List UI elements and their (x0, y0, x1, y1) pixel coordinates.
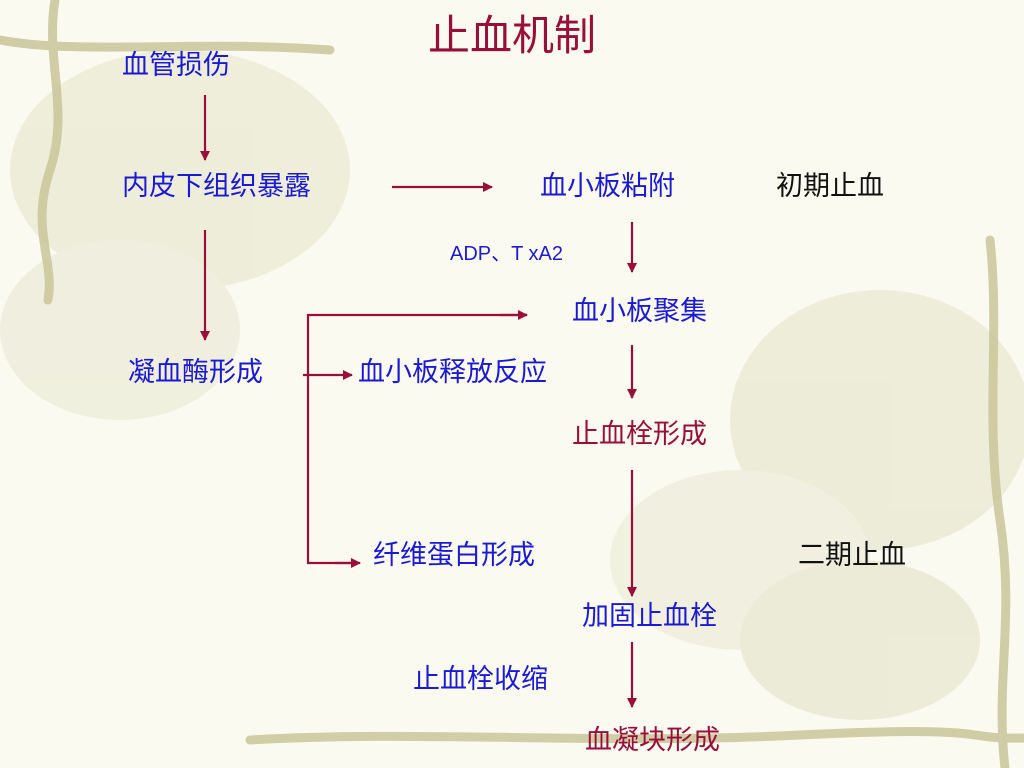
page-title: 止血机制 (427, 11, 596, 60)
node-plug-formation: 止血栓形成 (572, 419, 707, 450)
node-plug-reinforce: 加固止血栓 (582, 601, 717, 632)
node-platelet-aggregation: 血小板聚集 (572, 296, 707, 327)
node-thrombin-formation: 凝血酶形成 (128, 357, 263, 388)
node-plug-retraction: 止血栓收缩 (413, 664, 548, 695)
node-platelet-release: 血小板释放反应 (358, 357, 547, 388)
label-primary-hemostasis: 初期止血 (776, 171, 884, 202)
bracket-thrombin-branches (306, 313, 527, 565)
node-platelet-adhesion: 血小板粘附 (540, 171, 675, 202)
node-subendothelial-exposure: 内皮下组织暴露 (122, 171, 311, 202)
label-secondary-hemostasis: 二期止血 (798, 540, 906, 571)
label-mediators: ADP、T xA2 (450, 243, 563, 265)
node-clot-formation: 血凝块形成 (585, 725, 720, 756)
node-vessel-injury: 血管损伤 (122, 50, 230, 81)
node-fibrin-formation: 纤维蛋白形成 (373, 540, 535, 571)
